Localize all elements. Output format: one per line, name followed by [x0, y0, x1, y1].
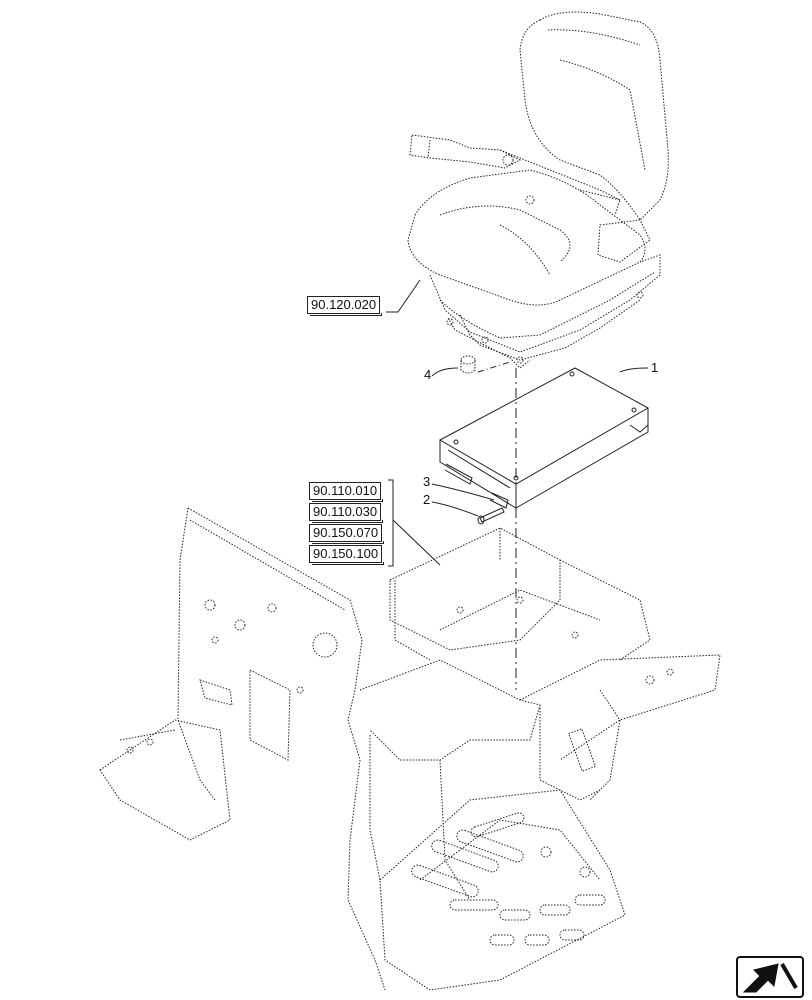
callout-item-2: 2	[423, 492, 431, 507]
seat-illustration	[407, 11, 669, 369]
reference-box-group-3[interactable]: 90.150.070	[309, 524, 385, 544]
item-4-plug	[460, 355, 511, 374]
callout-item-1: 1	[651, 360, 659, 375]
arrow-graphic	[742, 962, 798, 993]
leader-lines	[386, 279, 649, 567]
callout-item-3: 3	[423, 474, 431, 489]
next-page-arrow-icon[interactable]	[736, 956, 804, 998]
reference-box-seat[interactable]: 90.120.020	[307, 296, 383, 316]
item-2-screw	[477, 507, 505, 525]
reference-box-group-4[interactable]: 90.150.100	[309, 545, 385, 565]
reference-box-group-1[interactable]: 90.110.010	[309, 482, 384, 502]
cab-frame-illustration	[99, 507, 721, 991]
callout-item-4: 4	[424, 367, 432, 382]
item-1-console-box	[438, 367, 650, 509]
reference-box-group-2[interactable]: 90.110.030	[309, 503, 384, 523]
